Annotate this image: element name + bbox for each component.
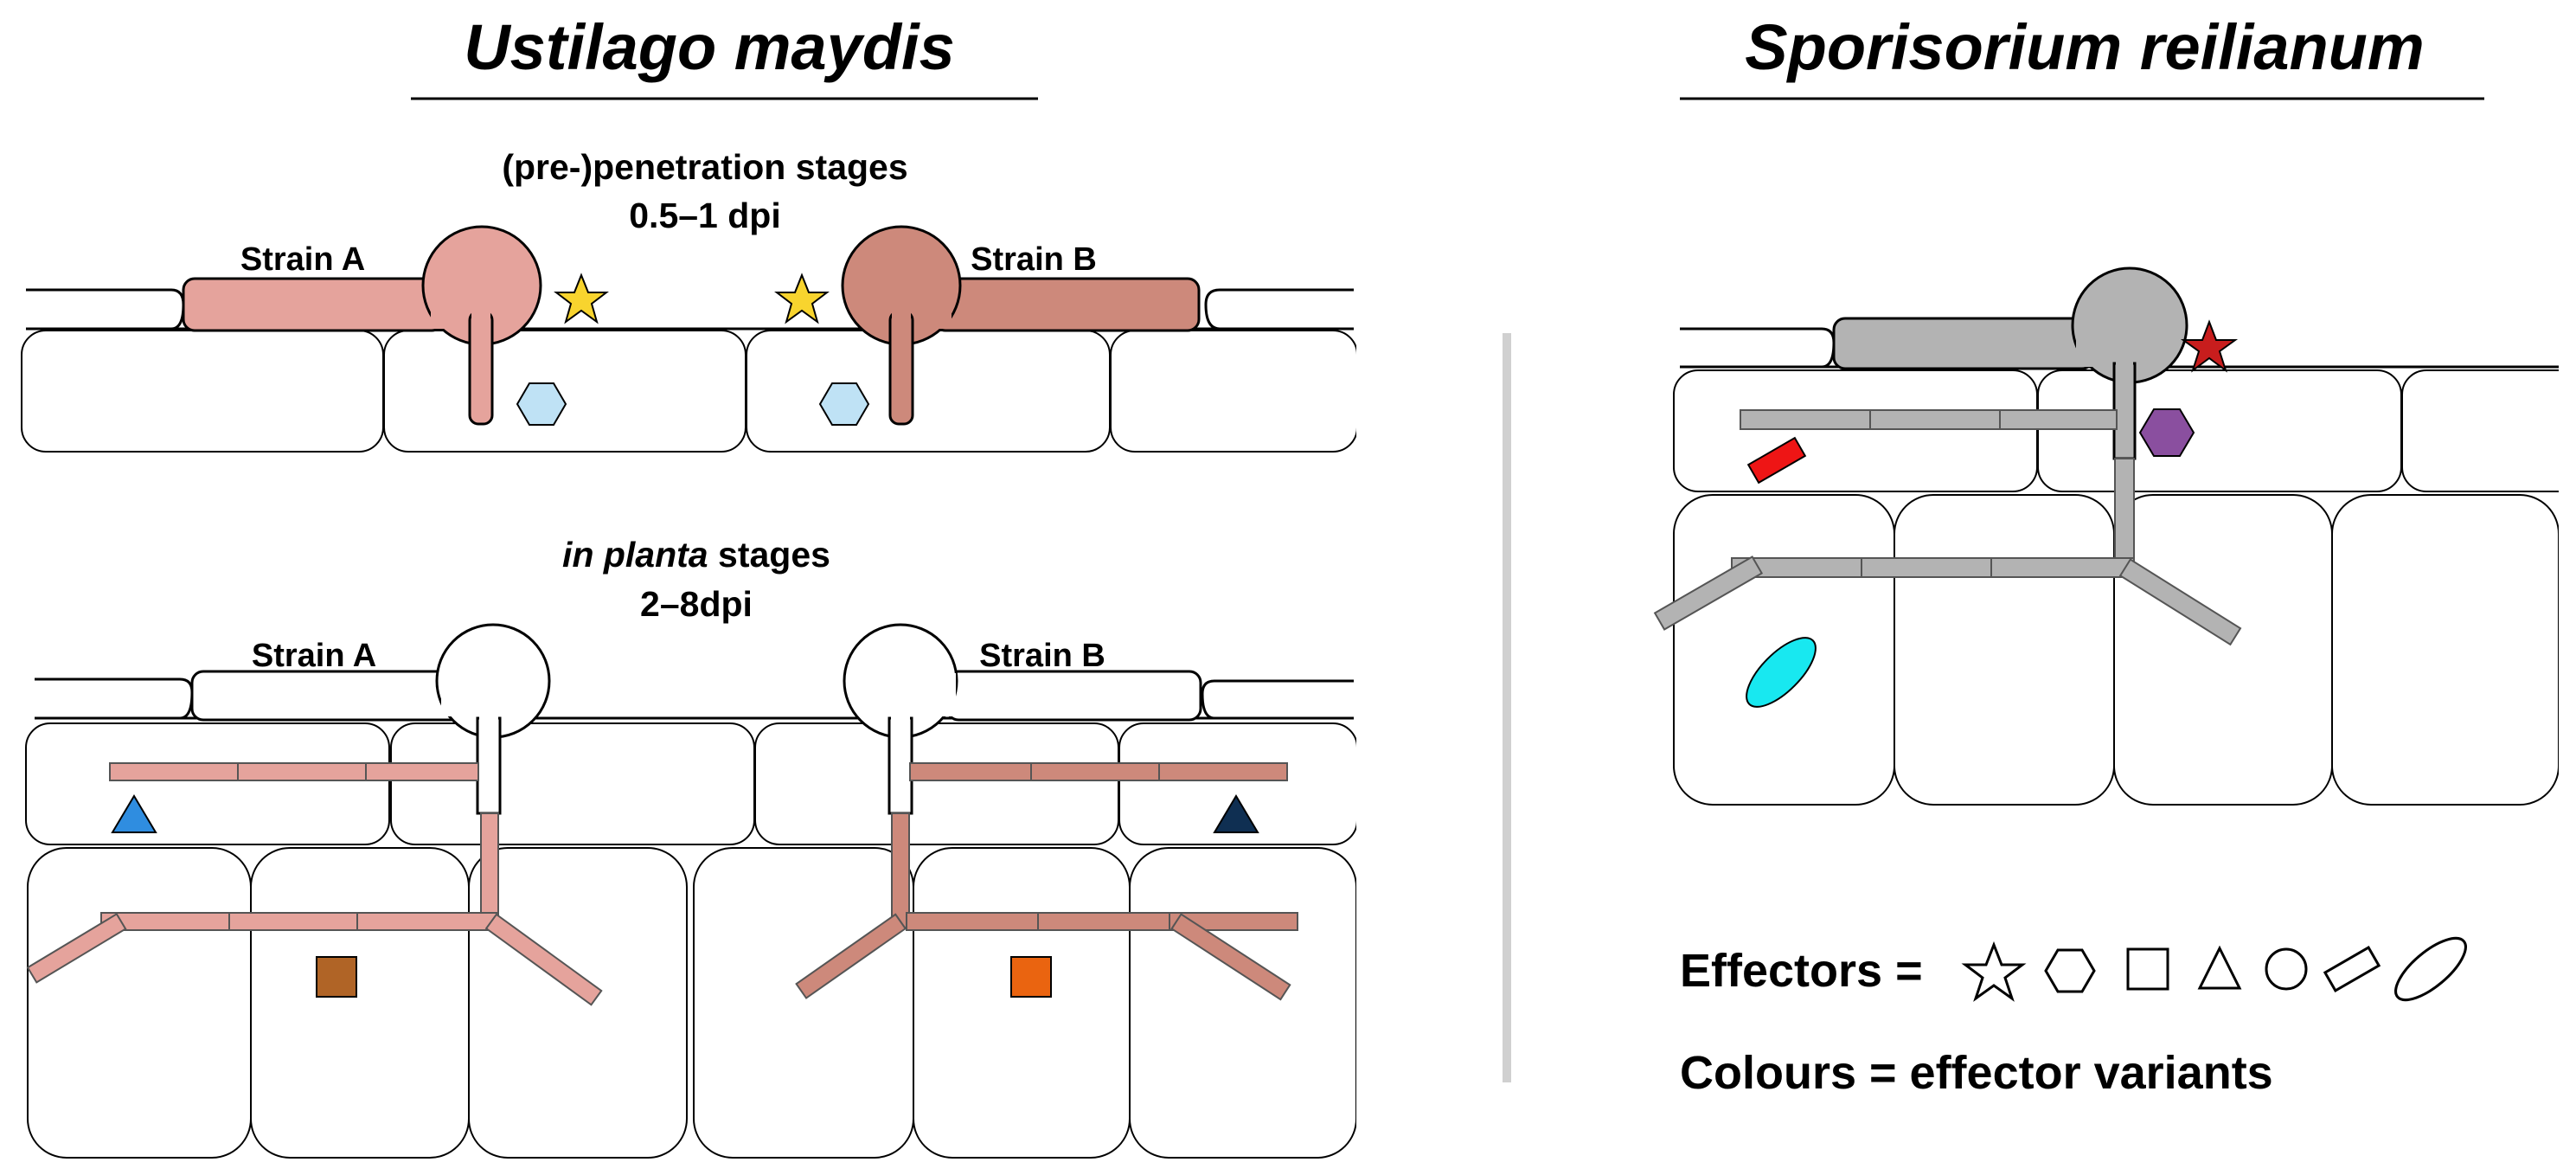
triangle-effector-navy [1213, 794, 1259, 833]
legend-colours-label: Colours = effector variants [1680, 1047, 2273, 1099]
mesophyll-cell [693, 847, 914, 1159]
panel-sporisorium [1653, 266, 2576, 813]
circle-icon [2265, 947, 2308, 991]
s-reilianum-hypha [1653, 266, 2242, 708]
hexagon-effector-light-blue [818, 382, 870, 426]
hexagon-effector-purple [2138, 408, 2195, 457]
panel-pre-penetration: Strain A Strain B [21, 225, 1382, 459]
cell-edge-mask [1356, 320, 1382, 459]
effector-legend: Effectors = Colours = effector variants [1680, 936, 2467, 1099]
stage-in-planta-rest: stages [708, 535, 830, 575]
star-icon [1961, 941, 2027, 1002]
strain-a-label-pre: Strain A [240, 241, 365, 278]
title-right-group: Sporisorium reilianum [1680, 11, 2484, 100]
epidermal-cell [746, 330, 1111, 453]
mesophyll-cell [1894, 494, 2115, 806]
stage-in-planta-italic: in planta [562, 535, 708, 575]
leaf-surface-line [26, 288, 185, 331]
ellipse-effector-cyan [1746, 637, 1817, 708]
stage-in-planta-label: in planta stages [562, 535, 830, 575]
mesophyll-cell [2113, 494, 2333, 806]
cell-edge-mask [1356, 714, 1382, 1164]
hexagon-icon [2044, 948, 2096, 993]
mesophyll-cell [2331, 494, 2560, 806]
leaf-surface-line-c [1204, 288, 1354, 331]
panel-divider [1503, 333, 1511, 1082]
epidermal-cell [1110, 330, 1358, 453]
star-effector-red [2180, 319, 2239, 373]
panel-in-planta: Strain A Strain B [25, 623, 1382, 1164]
epidermal-cell [390, 722, 755, 845]
hexagon-effector-light-blue [516, 382, 567, 426]
star-effector-yellow [774, 273, 830, 324]
epidermal-cell [2037, 369, 2402, 492]
strain-a-label-in-planta: Strain A [252, 638, 376, 674]
title-sporisorium-reilianum: Sporisorium reilianum [1745, 11, 2424, 83]
rectangle-effector-red [1746, 436, 1807, 485]
legend-effectors-label: Effectors = [1680, 945, 1923, 997]
strain-b-label-pre: Strain B [971, 241, 1097, 278]
strain-b-hypha-in-planta [795, 623, 1298, 1001]
triangle-icon [2197, 945, 2242, 990]
strain-b-hypha-pre [841, 225, 1201, 426]
epidermal-cell [25, 722, 390, 845]
mesophyll-cell [250, 847, 470, 1159]
epidermal-cell [754, 722, 1119, 845]
stage-pre-penetration-label: (pre-)penetration stages [502, 147, 907, 187]
square-effector-brown [316, 956, 357, 998]
epidermal-cell [2401, 369, 2576, 492]
leaf-surface-line [1680, 327, 1836, 369]
square-icon [2126, 947, 2169, 991]
strain-b-label-in-planta: Strain B [979, 638, 1105, 674]
cell-edge-mask [2559, 363, 2576, 813]
square-effector-orange [1010, 956, 1052, 998]
triangle-effector-blue [111, 794, 157, 833]
leaf-surface-line-c [1201, 679, 1354, 720]
leaf-surface-line [35, 677, 194, 720]
rectangle-icon [2323, 946, 2381, 992]
epidermal-cell [1673, 369, 2038, 492]
stage-pre-penetration-dpi: 0.5–1 dpi [629, 196, 780, 235]
mesophyll-cell [27, 847, 252, 1159]
star-effector-yellow [554, 273, 609, 324]
mesophyll-cell [1129, 847, 1357, 1159]
strain-a-hypha-pre [182, 225, 542, 426]
title-left-group: Ustilago maydis [411, 11, 1038, 100]
stage-in-planta-dpi: 2–8dpi [640, 584, 753, 624]
epidermal-cell [383, 330, 747, 453]
mesophyll-cell [468, 847, 688, 1159]
ellipse-icon [2394, 936, 2467, 1002]
title-ustilago-maydis: Ustilago maydis [464, 11, 955, 83]
mesophyll-cell [913, 847, 1131, 1159]
epidermal-cell [21, 330, 384, 453]
strain-a-hypha-in-planta [26, 623, 603, 1006]
